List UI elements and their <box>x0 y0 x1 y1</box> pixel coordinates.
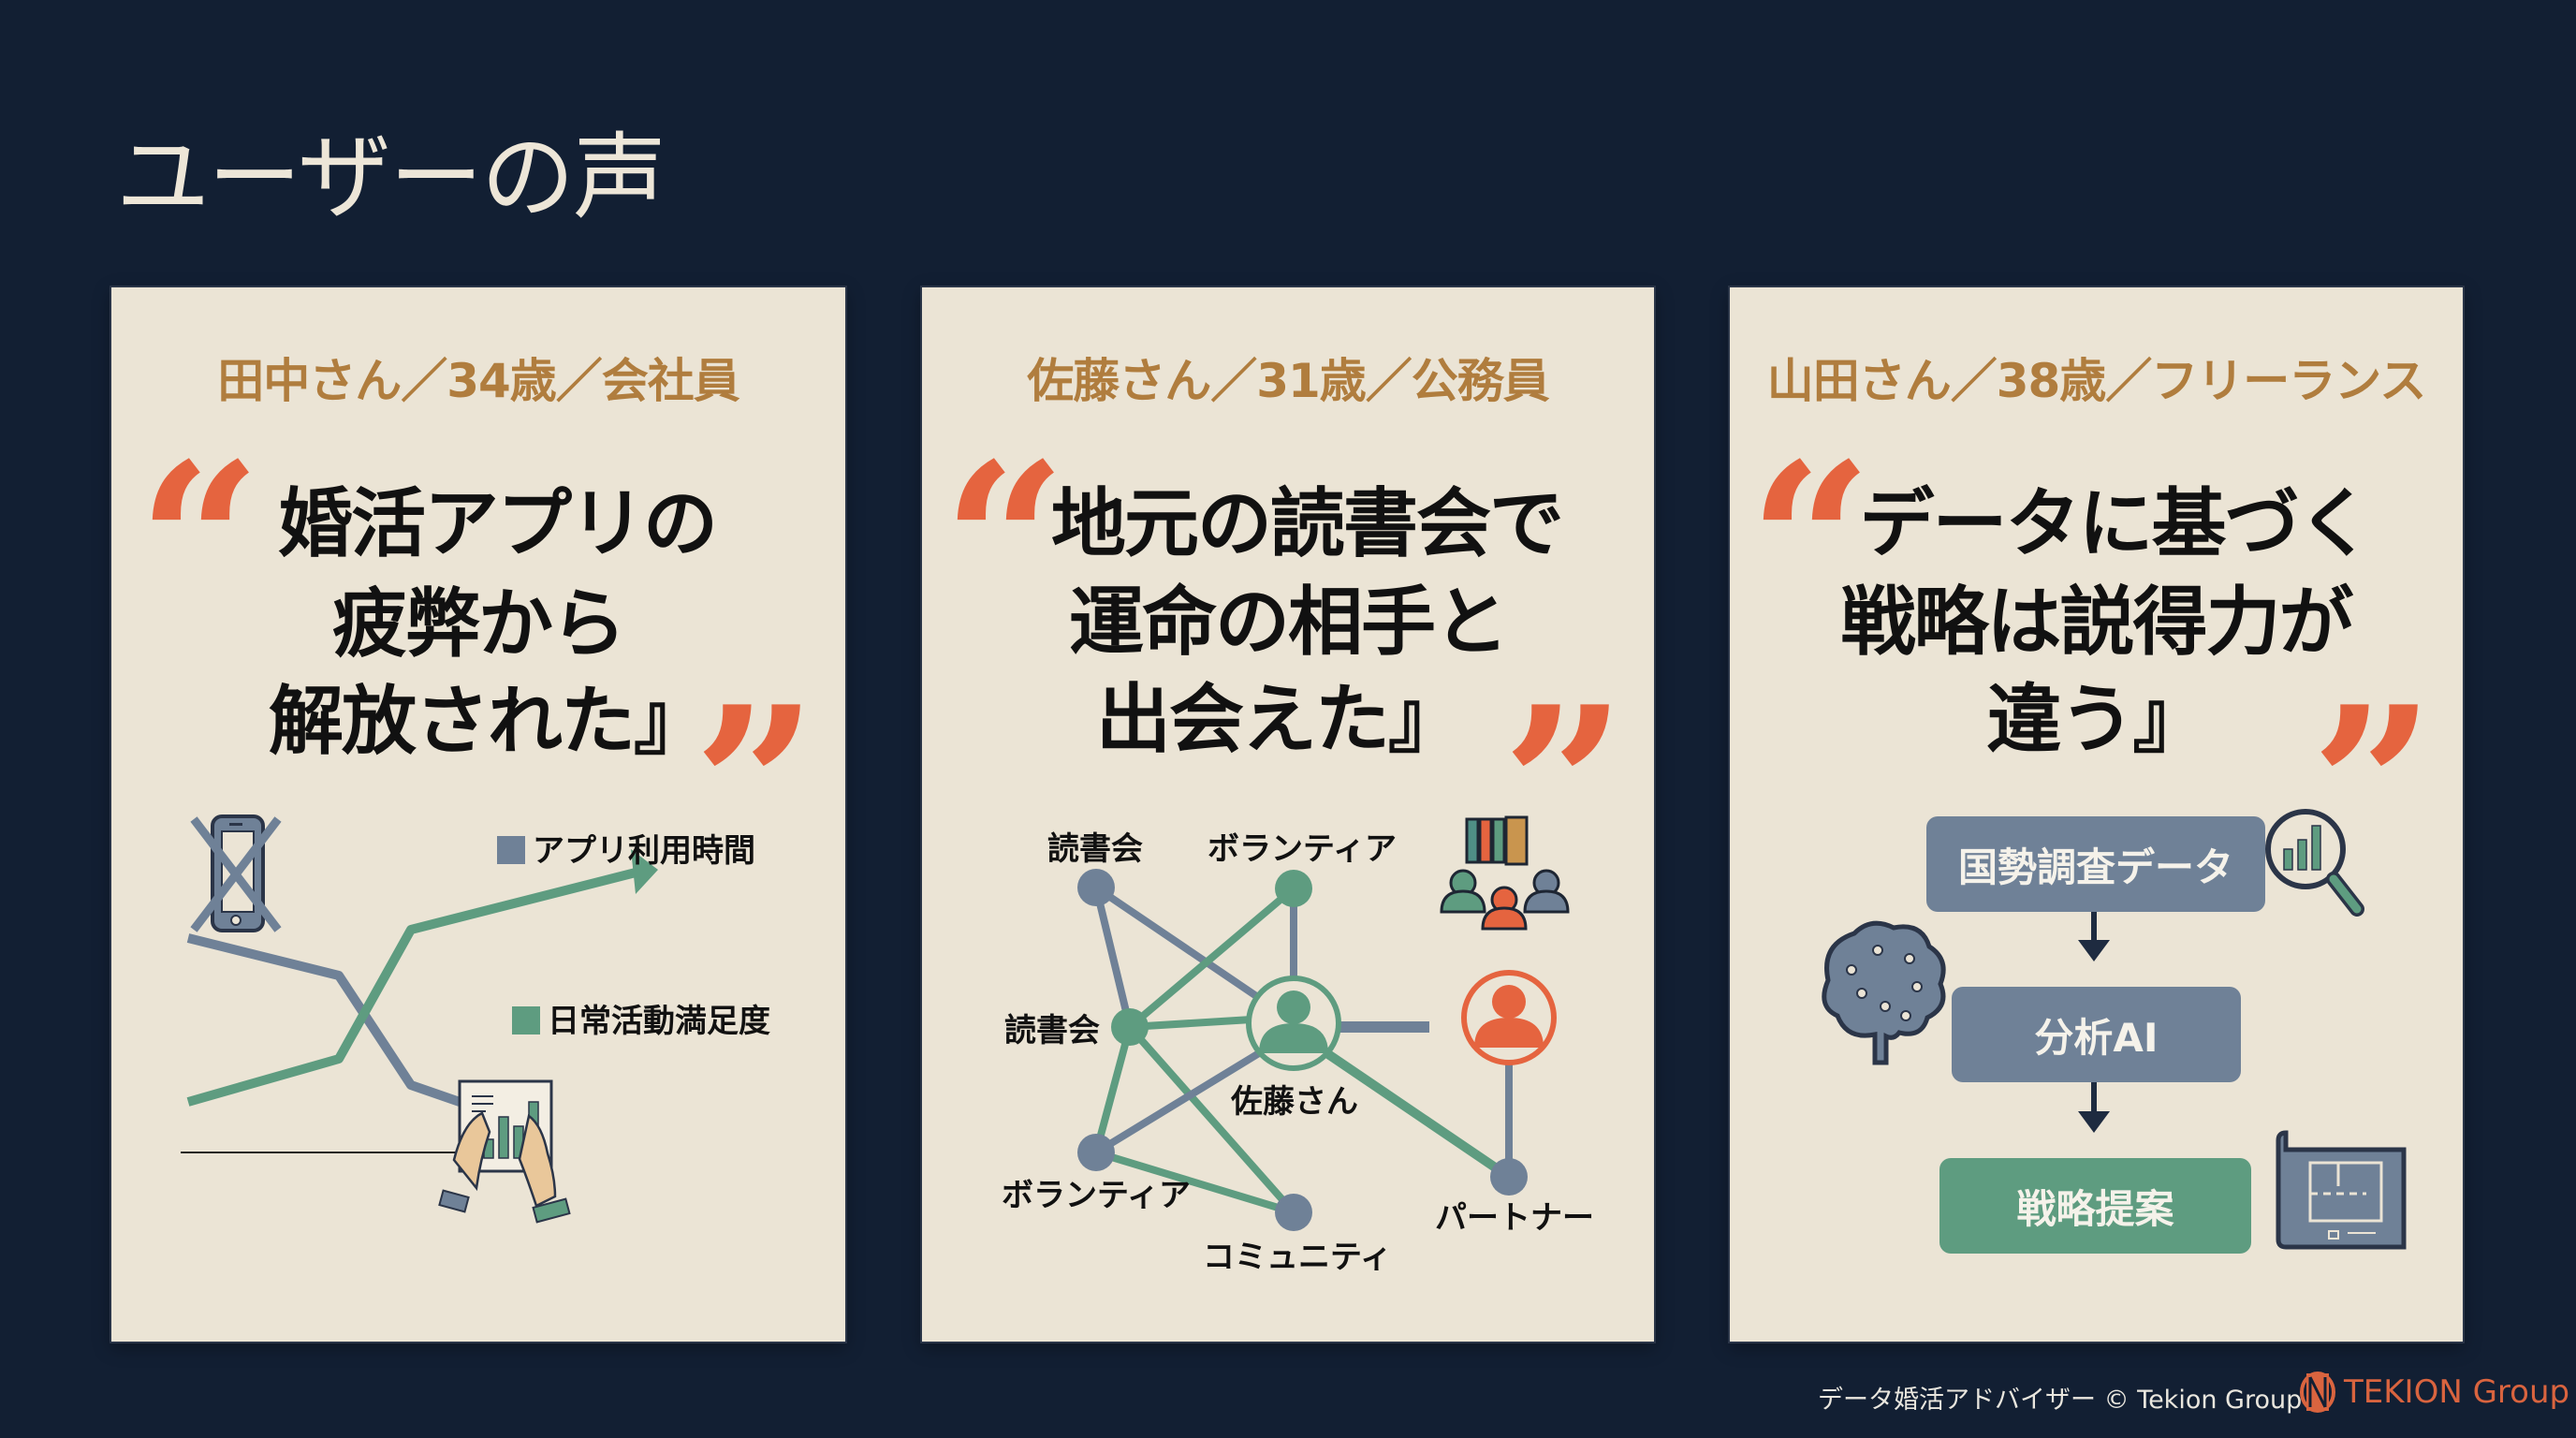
usage-vs-satisfaction-chart <box>181 814 658 1224</box>
node-volunteer-2 <box>1077 1134 1115 1171</box>
legend-swatch-green <box>512 1006 540 1034</box>
open-quote-icon: “ <box>138 417 262 669</box>
persona-label: 山田さん／38歳／フリーランス <box>1766 354 2427 408</box>
quote-line: 地元の読書会で <box>1051 480 1564 567</box>
magnifier-chart-icon <box>2265 809 2364 917</box>
node-label: ボランティア <box>1208 830 1397 868</box>
close-quote-icon: ” <box>693 660 817 913</box>
node-label: 佐藤さん <box>1231 1083 1358 1121</box>
node-label: 読書会 <box>1004 1012 1100 1049</box>
crossed-phone-icon <box>190 814 282 932</box>
legend-daily-satisfaction: 日常活動満足度 <box>512 995 770 1041</box>
node-partner <box>1490 1158 1528 1196</box>
sato-avatar-icon <box>1246 976 1341 1071</box>
node-label: パートナー <box>1435 1199 1594 1237</box>
legend-swatch-slate <box>497 836 525 864</box>
quote-line: データに基づく <box>1859 480 2373 567</box>
node-book-club-1 <box>1077 869 1115 906</box>
open-quote-icon: “ <box>943 417 1067 669</box>
quote-line: 違う』 <box>1986 676 2208 763</box>
quote-line: 運命の相手と <box>1069 579 1509 666</box>
node-label: ボランティア <box>1002 1177 1191 1214</box>
node-label: 読書会 <box>1047 830 1143 868</box>
quote-line: 出会えた』 <box>1096 676 1463 763</box>
node-label: コミュニティ <box>1203 1239 1392 1276</box>
legend-app-usage: アプリ利用時間 <box>497 825 755 871</box>
social-network-diagram <box>1077 815 1570 1231</box>
persona-label: 田中さん／34歳／会社員 <box>217 354 740 408</box>
quote-line: 疲弊から <box>332 580 626 668</box>
testimonial-card-sato: 佐藤さん／31歳／公務員 “ 地元の読書会で 運命の相手と 出会えた』 ” <box>922 287 1654 1342</box>
strategy-flow-diagram <box>1822 809 2407 1250</box>
testimonial-card-tanaka: 田中さん／34歳／会社員 “ 婚活アプリの 疲弊から 解放された』 ” <box>111 287 845 1342</box>
flow-step-strategy-proposal: 戦略提案 <box>1939 1158 2251 1254</box>
testimonial-card-yamada: 山田さん／38歳／フリーランス “ データに基づく 戦略は説得力が 違う』 ” <box>1730 287 2463 1342</box>
page-title: ユーザーの声 <box>116 123 666 232</box>
ai-brain-icon <box>1822 920 1946 1065</box>
blueprint-icon <box>2276 1130 2407 1250</box>
book-club-group-icon <box>1440 815 1570 931</box>
open-quote-icon: “ <box>1749 417 1873 669</box>
node-volunteer-1 <box>1275 870 1312 907</box>
quote-line: 解放された』 <box>269 678 709 765</box>
footer-credit: データ婚活アドバイザー © Tekion Group <box>1818 1386 2303 1415</box>
tablet-chart-hands-icon <box>438 1079 571 1224</box>
flow-step-census-data: 国勢調査データ <box>1926 816 2265 912</box>
persona-label: 佐藤さん／31歳／公務員 <box>1027 354 1550 408</box>
tekion-logo-icon <box>2300 1372 2335 1413</box>
partner-avatar-icon <box>1461 970 1557 1065</box>
flow-step-analysis-ai: 分析AI <box>1952 987 2241 1082</box>
node-book-club-2 <box>1111 1008 1149 1046</box>
company-logo: TEKION Group <box>2299 1372 2569 1413</box>
quote-line: 婚活アプリの <box>278 480 718 567</box>
node-community <box>1275 1194 1312 1231</box>
quote-line: 戦略は説得力が <box>1840 579 2354 666</box>
logo-text: TEKION Group <box>2344 1373 2570 1411</box>
